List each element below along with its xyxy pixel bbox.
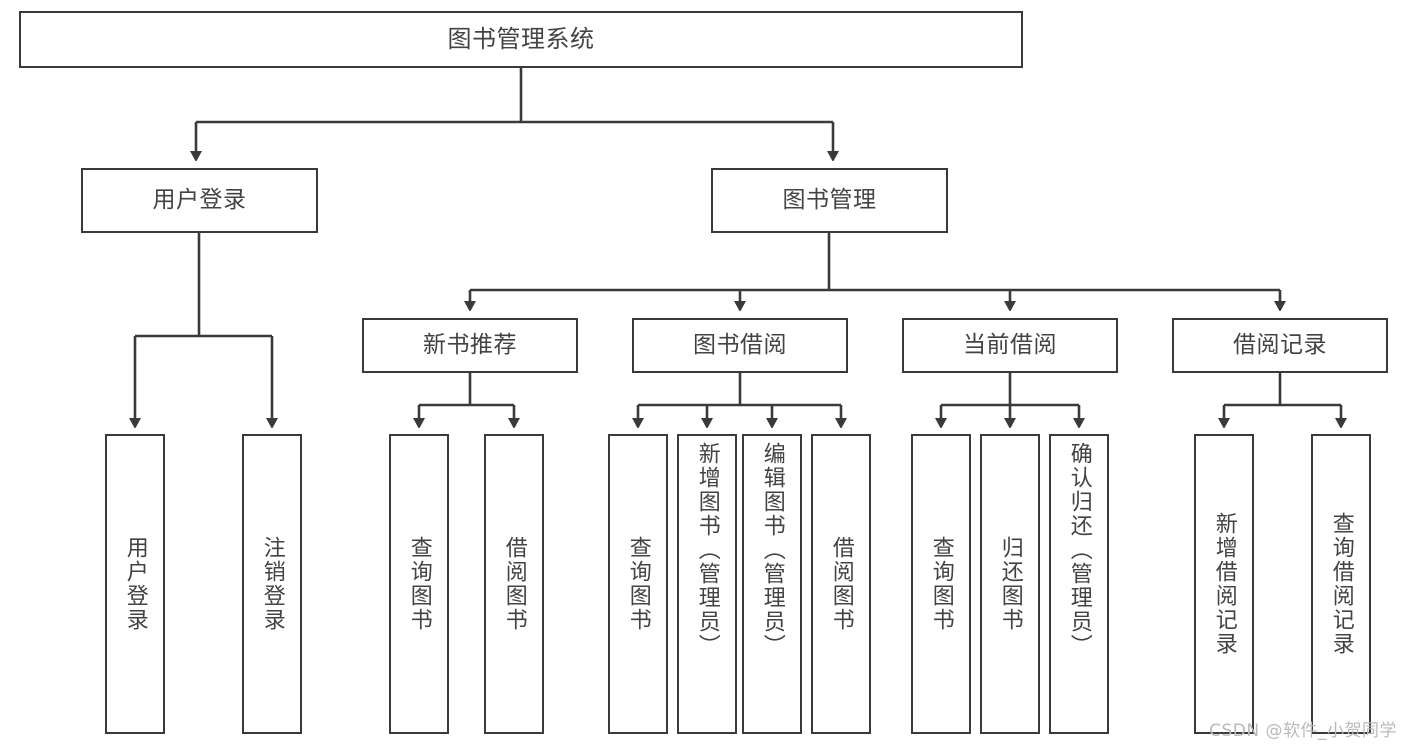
node-label: 查询图书 [928,536,954,632]
node-leaf-query-book-current[interactable]: 查询图书 [911,434,971,734]
node-label: 新增借阅记录 [1211,512,1237,656]
node-borrow-record[interactable]: 借阅记录 [1172,318,1388,373]
node-label: 借阅图书 [828,536,854,632]
node-user-login[interactable]: 用户登录 [81,168,318,233]
node-leaf-borrow-book-recommend[interactable]: 借阅图书 [484,434,544,734]
node-label: 新书推荐 [423,331,517,358]
node-label: 注销登录 [259,536,285,632]
node-leaf-return-book[interactable]: 归还图书 [980,434,1040,734]
node-leaf-query-borrow-record[interactable]: 查询借阅记录 [1311,434,1371,734]
node-label: 借阅记录 [1233,331,1327,358]
node-label: 用户登录 [122,536,148,632]
node-leaf-edit-book-admin[interactable]: 编辑图书（管理员） [742,434,802,734]
watermark-text: CSDN @软件_小贺同学 [1209,721,1397,741]
node-label: 归还图书 [997,536,1023,632]
node-current-borrow[interactable]: 当前借阅 [902,318,1118,373]
node-label: 图书管理系统 [447,25,595,54]
node-leaf-logout[interactable]: 注销登录 [242,434,302,734]
node-new-book-recommend[interactable]: 新书推荐 [362,318,578,373]
node-label: 新增图书（管理员） [694,442,720,658]
node-label: 查询图书 [406,536,432,632]
node-label: 当前借阅 [963,331,1057,358]
node-leaf-add-book-admin[interactable]: 新增图书（管理员） [677,434,737,734]
node-label: 图书管理 [782,186,877,213]
node-leaf-user-login[interactable]: 用户登录 [105,434,165,734]
node-leaf-query-book-borrow[interactable]: 查询图书 [608,434,668,734]
node-root-library-system[interactable]: 图书管理系统 [19,11,1023,68]
node-label: 用户登录 [152,186,247,213]
node-book-management[interactable]: 图书管理 [711,168,948,233]
node-book-borrow[interactable]: 图书借阅 [632,318,848,373]
node-leaf-confirm-return-admin[interactable]: 确认归还（管理员） [1049,434,1109,734]
node-leaf-borrow-book[interactable]: 借阅图书 [811,434,871,734]
node-label: 查询图书 [625,536,651,632]
node-leaf-add-borrow-record[interactable]: 新增借阅记录 [1194,434,1254,734]
node-label: 图书借阅 [693,331,787,358]
node-label: 编辑图书（管理员） [759,442,785,658]
node-label: 查询借阅记录 [1328,512,1354,656]
node-label: 借阅图书 [501,536,527,632]
node-leaf-query-book-recommend[interactable]: 查询图书 [389,434,449,734]
node-label: 确认归还（管理员） [1066,442,1092,658]
